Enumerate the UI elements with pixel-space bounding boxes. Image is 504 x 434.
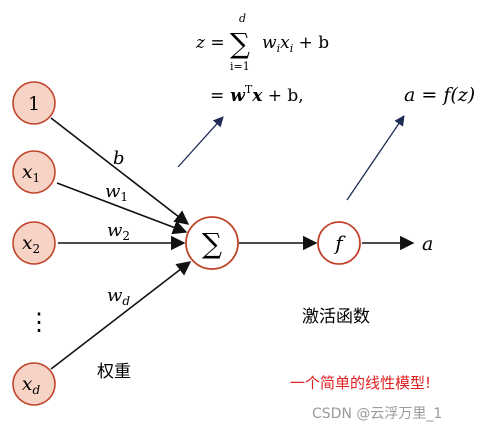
sum-lower-limit: i=1	[230, 60, 250, 73]
formula-plus-b: + b	[293, 33, 329, 53]
weight-label-b: b	[113, 148, 125, 169]
formula-lhs: z =	[195, 33, 225, 53]
formula-w: w	[262, 33, 277, 53]
svg-text:x2: x2	[22, 232, 40, 256]
svg-text:1: 1	[28, 93, 40, 115]
formula-w-sub: i	[277, 42, 281, 55]
formula-line2-tail: + b,	[262, 86, 303, 106]
edge-x1	[56, 182, 188, 235]
edge-xd	[50, 261, 192, 370]
input-vdots: ⋮	[27, 308, 51, 336]
formula-x-sub: i	[290, 42, 294, 55]
activation-pointer-arrow	[346, 115, 405, 201]
model-note: 一个简单的线性模型!	[290, 374, 431, 392]
weights-label: 权重	[97, 362, 131, 382]
svg-text:=wTx + b,: = wTx + b,	[210, 83, 304, 106]
svg-text:∑: ∑	[202, 227, 222, 260]
formula-pointer-arrow	[177, 116, 224, 168]
csdn-watermark: CSDN @云浮万里_1	[312, 406, 442, 422]
input-node-xd: xd	[12, 362, 56, 406]
output-label: a	[422, 233, 433, 255]
formula-line2-T: T	[245, 83, 253, 96]
weight-label-w2: w2	[107, 220, 130, 243]
formula-line2-eq: =	[210, 86, 224, 106]
weight-label-wd: wd	[107, 285, 130, 308]
sum-node: ∑	[185, 216, 239, 270]
sum-formula: z = d ∑ i=1 wixi + b =wTx + b,	[195, 12, 329, 106]
svg-text:xd: xd	[22, 373, 41, 397]
sum-upper-limit: d	[239, 12, 246, 25]
activation-function-label: 激活函数	[302, 307, 370, 327]
formula-x: x	[280, 33, 290, 53]
activation-formula: a = f(z)	[404, 84, 475, 106]
weight-label-w1: w1	[105, 181, 128, 204]
sum-symbol: ∑	[230, 27, 250, 60]
activation-node: f	[317, 221, 361, 265]
formula-line2-w: w	[230, 86, 246, 106]
input-node-1: 1	[12, 81, 56, 125]
formula-line2-x: x	[251, 86, 263, 106]
input-node-x2: x2	[12, 221, 56, 265]
input-node-x1: x1	[12, 150, 56, 194]
edge-bias	[50, 117, 190, 225]
svg-text:x1: x1	[22, 161, 40, 185]
svg-text:wixi + b: wixi + b	[262, 33, 329, 55]
